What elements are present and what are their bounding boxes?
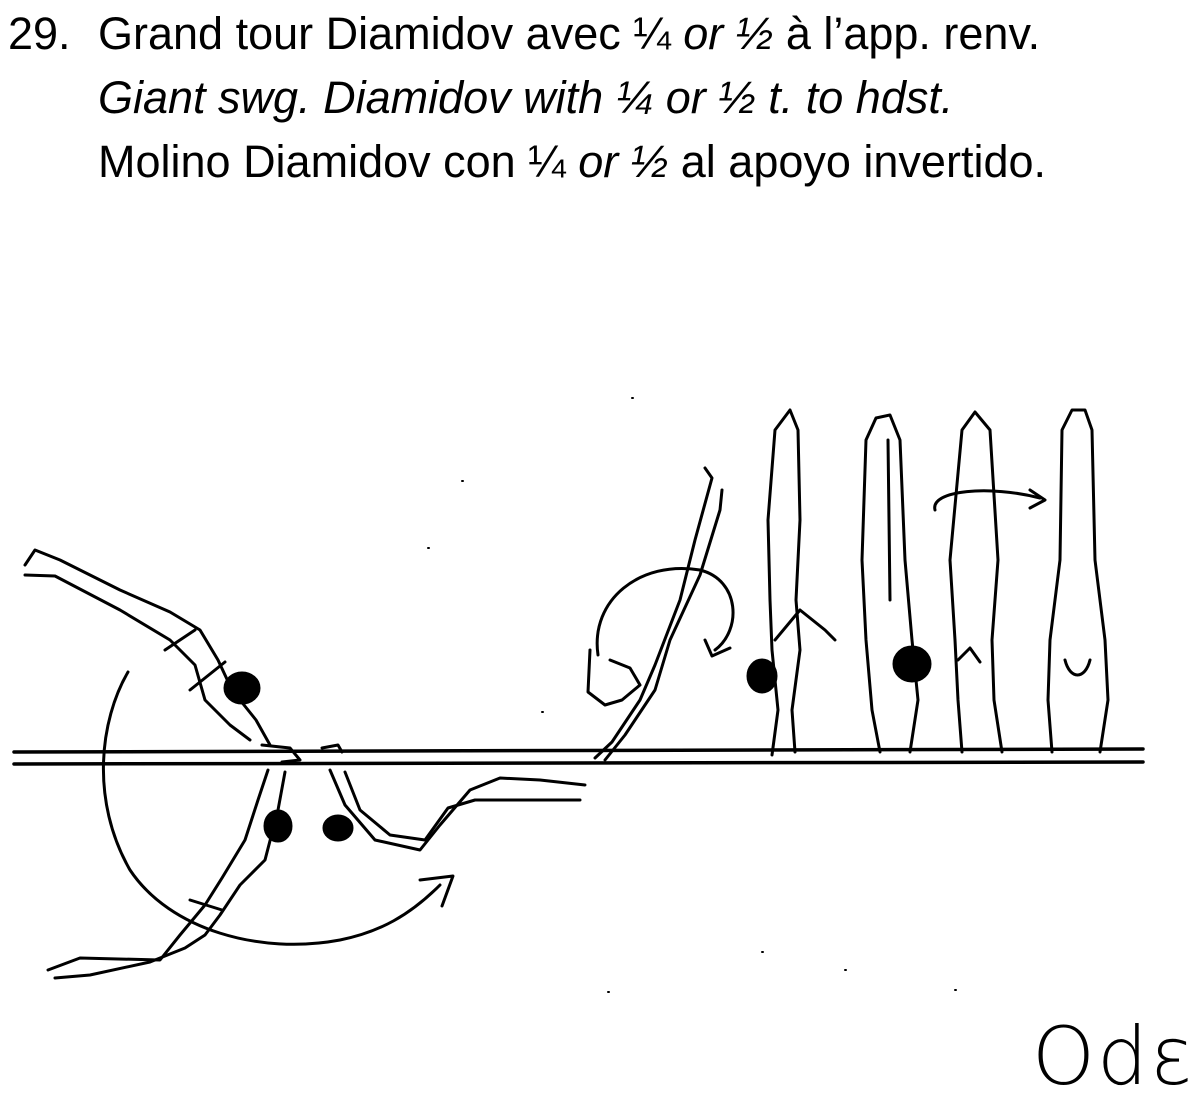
parallel-bar <box>14 749 1143 764</box>
scan-dots <box>428 398 956 992</box>
gymnast-figure-3 <box>324 770 585 850</box>
gymnast-figure-2 <box>48 770 291 978</box>
gymnast-figure-8 <box>1048 410 1108 752</box>
gymnast-figure-4 <box>588 468 733 760</box>
gymnast-figure-6 <box>862 415 930 752</box>
value-mark: Odε <box>1032 1010 1195 1103</box>
gymnast-figure-5 <box>748 410 835 755</box>
gymnast-figure-7 <box>935 412 1045 752</box>
gymnast-figure-1 <box>25 550 342 762</box>
